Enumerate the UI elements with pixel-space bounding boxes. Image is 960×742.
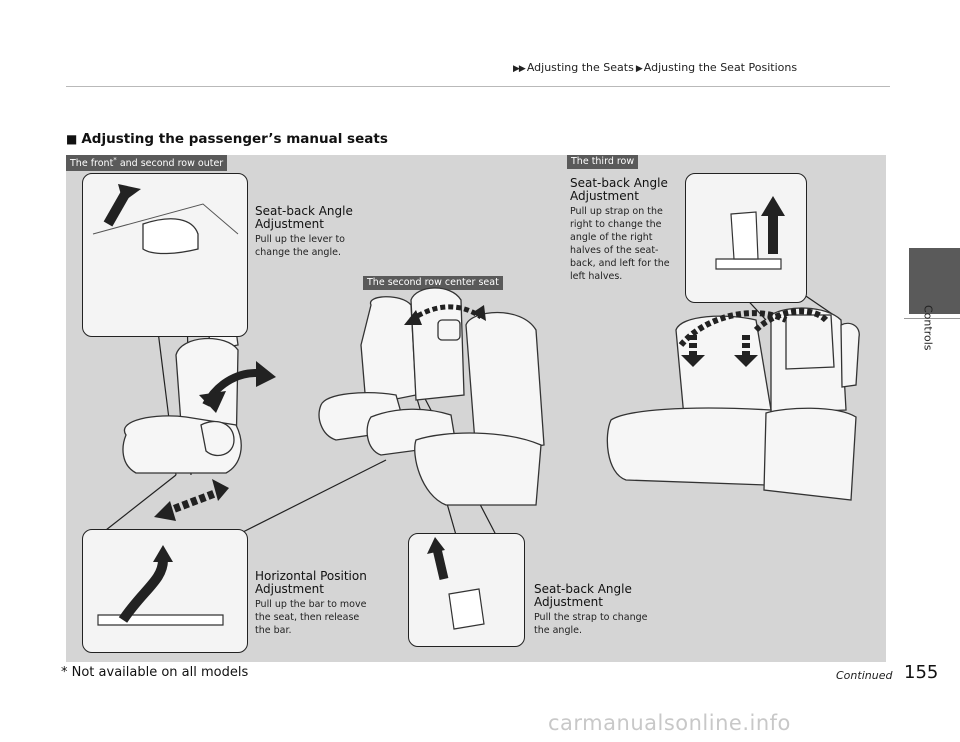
seat-adjustment-illustration: The front* and second row outer The thir… (66, 155, 886, 662)
breadcrumb-item[interactable]: Adjusting the Seats (526, 61, 634, 74)
watermark: carmanualsonline.info (548, 711, 791, 735)
inset-seat-back-lever (82, 173, 248, 337)
seat-line-drawing (105, 244, 860, 536)
third-strap-detail-drawing (715, 196, 785, 270)
page-number: 155 (904, 662, 939, 683)
inset-center-strap (408, 533, 525, 647)
header-divider (66, 86, 890, 87)
double-arrow-icon: ▶▶ (513, 64, 526, 74)
chapter-tab-divider (904, 318, 960, 319)
breadcrumb: ▶▶Adjusting the Seats▶Adjusting the Seat… (513, 61, 797, 74)
square-bullet-icon: ■ (66, 132, 78, 146)
continued-label: Continued (836, 669, 893, 682)
tag-second-row-center-seat: The second row center seat (363, 276, 503, 290)
section-title: ■Adjusting the passenger’s manual seats (66, 131, 388, 147)
chapter-tab-label[interactable]: Controls (921, 305, 935, 351)
arrow-icon: ▶ (635, 64, 643, 74)
bar-detail-drawing (97, 545, 224, 626)
tag-third-row: The third row (567, 155, 639, 169)
inset-horizontal-bar (82, 529, 248, 653)
tag-front-and-second-row-outer: The front* and second row outer (66, 155, 228, 172)
section-title-text: Adjusting the passenger’s manual seats (81, 131, 388, 147)
strap-detail-drawing (427, 537, 485, 630)
breadcrumb-item[interactable]: Adjusting the Seat Positions (643, 61, 798, 74)
lever-detail-drawing (92, 184, 239, 255)
chapter-tab-marker (909, 248, 960, 314)
footnote: * Not available on all models (61, 665, 249, 680)
inset-third-row-strap (685, 173, 807, 303)
